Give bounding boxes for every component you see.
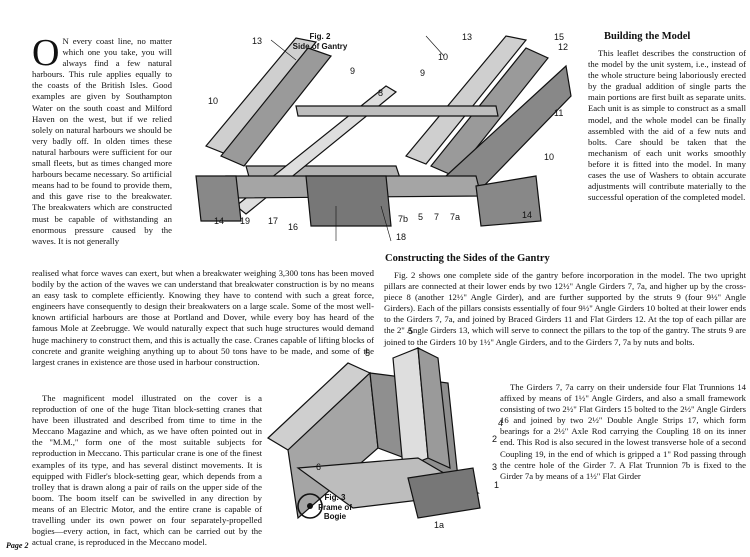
fig2-label-19: 19 <box>240 216 250 226</box>
fig3-label-6: 6 <box>316 462 321 472</box>
fig2-label-14a: 14 <box>214 216 224 226</box>
fig2-caption-subtitle: Side of Gantry <box>292 41 348 51</box>
fig2-label-10b: 10 <box>438 52 448 62</box>
drop-cap: O <box>32 32 60 74</box>
fig3-label-2: 2 <box>492 434 497 444</box>
fig2-caption-title: Fig. 2 <box>309 32 331 41</box>
fig2-label-13b: 13 <box>462 32 472 42</box>
fig2-label-8: 8 <box>378 88 383 98</box>
intro-text: N every coast line, no matter which one … <box>32 36 172 246</box>
fig3-caption-title: Fig. 3 <box>324 493 346 502</box>
fig2-label-16: 16 <box>288 222 298 232</box>
fig2-label-15: 15 <box>554 32 564 42</box>
fig2-label-7a: 7a <box>450 212 460 222</box>
fig2-label-5: 5 <box>418 212 423 222</box>
fig2-label-9a: 9 <box>350 66 355 76</box>
fig2-label-11: 11 <box>554 108 563 118</box>
gantry-paragraph: Fig. 2 shows one complete side of the ga… <box>384 270 746 347</box>
fig3-label-5a: 5 <box>365 348 370 358</box>
fig3-label-4: 4 <box>498 418 503 428</box>
fig3-label-1: 1 <box>494 480 499 490</box>
fig2-label-17: 17 <box>268 216 278 226</box>
fig3-caption-line2: Frame of <box>318 502 352 512</box>
intro-continuation: realised what force waves can exert, but… <box>32 268 374 367</box>
fig2-label-7b: 7b <box>398 214 408 224</box>
fig3-bogie-illustration: 5 5 4 2 3 1 6 1a <box>267 326 503 530</box>
fig3-label-5b: 5 <box>408 326 413 336</box>
fig2-label-10a: 10 <box>208 96 218 106</box>
fig3-caption: Fig. 3 Frame of Bogie <box>312 493 358 522</box>
fig2-label-14b: 14 <box>522 210 532 220</box>
fig2-caption: Fig. 2 Side of Gantry <box>270 32 370 51</box>
fig3-label-1a: 1a <box>434 520 444 530</box>
heading-building-the-model: Building the Model <box>604 31 691 42</box>
fig3-caption-line3: Bogie <box>323 512 347 521</box>
fig2-label-7: 7 <box>434 212 439 222</box>
girders-paragraph: The Girders 7, 7a carry on their undersi… <box>500 382 746 481</box>
fig2-label-13a: 13 <box>252 36 262 46</box>
heading-constructing-gantry: Constructing the Sides of the Gantry <box>385 253 550 264</box>
fig2-label-10c: 10 <box>544 152 554 162</box>
fig2-label-12: 12 <box>558 42 568 52</box>
fig3-label-3: 3 <box>492 462 497 472</box>
page-number: Page 2 <box>6 541 29 550</box>
fig2-gantry-illustration: 13 13 15 12 10 9 9 8 10 11 10 14 19 17 1… <box>195 32 572 242</box>
magnificent-paragraph: The magnificent model illustrated on the… <box>32 393 262 548</box>
fig2-label-9b: 9 <box>420 68 425 78</box>
fig2-label-18: 18 <box>396 232 406 242</box>
building-paragraph: This leaflet describes the construction … <box>588 48 746 203</box>
